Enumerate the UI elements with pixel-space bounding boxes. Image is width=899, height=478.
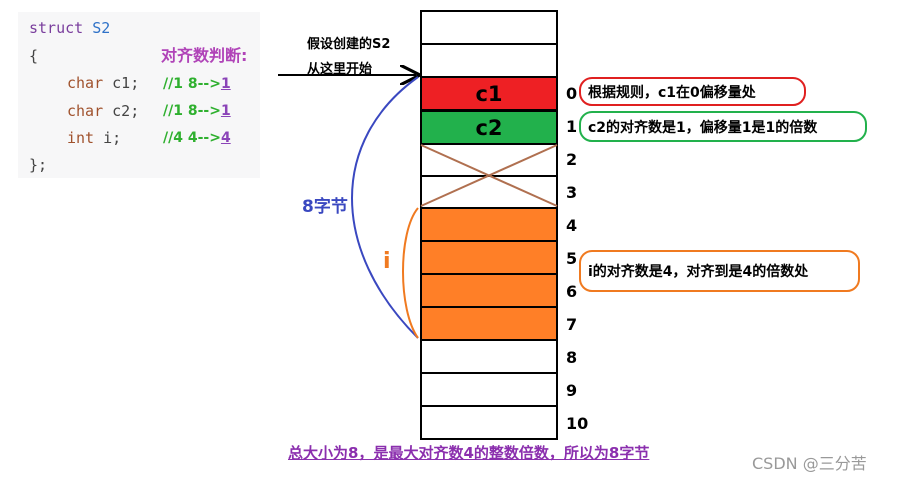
comment-i-text: //4 4--> — [163, 130, 221, 146]
member-i: int i; — [67, 129, 121, 147]
i-bracket — [402, 207, 419, 339]
member-c1: char c1; — [67, 74, 139, 92]
memory-cell — [420, 143, 558, 178]
alignment-judge-label: 对齐数判断: — [161, 46, 248, 65]
i-label: i — [383, 249, 391, 274]
struct-keyword: struct — [29, 19, 84, 37]
memory-cell — [420, 339, 558, 374]
comment-c2-text: //1 8--> — [163, 103, 221, 119]
offset-label: 4 — [566, 216, 578, 235]
offset-label: 1 — [566, 117, 578, 136]
member-c2-type: char — [67, 102, 104, 120]
c2-note: c2的对齐数是1，偏移量1是1的倍数 — [588, 119, 818, 136]
comment-c2: //1 8-->1 — [163, 103, 231, 119]
eight-bytes-label: 8字节 — [302, 197, 348, 217]
comment-i-result: 4 — [220, 130, 231, 146]
offset-label: 2 — [566, 150, 578, 169]
offset-label: 0 — [566, 84, 578, 103]
offset-label: 6 — [566, 282, 578, 301]
member-c1-type: char — [67, 74, 104, 92]
memory-cell — [420, 240, 558, 275]
struct-name: S2 — [92, 19, 111, 37]
pointer-text-line1: 假设创建的S2 — [307, 37, 391, 52]
watermark: CSDN @三分苦 — [752, 454, 867, 473]
comment-c1-result: 1 — [220, 76, 231, 92]
c1-note: 根据规则，c1在0偏移量处 — [588, 84, 756, 101]
comment-c2-result: 1 — [220, 103, 231, 119]
i-note: i的对齐数是4，对齐到是4的倍数处 — [588, 264, 809, 280]
memory-cell — [420, 372, 558, 407]
member-c2-name: c2; — [112, 102, 140, 120]
offset-label: 10 — [566, 414, 589, 433]
memory-cell — [420, 273, 558, 308]
member-i-name: i; — [103, 129, 122, 147]
offset-label: 8 — [566, 348, 578, 367]
code-panel — [18, 12, 260, 178]
offset-label: 7 — [566, 315, 578, 334]
memory-cell — [420, 207, 558, 242]
comment-c1-text: //1 8--> — [163, 76, 221, 92]
offset-label: 3 — [566, 183, 578, 202]
pointer-text-line2: 从这里开始 — [307, 62, 373, 77]
memory-cell — [420, 43, 558, 78]
memory-cell-label: c2 — [475, 116, 503, 140]
member-c2: char c2; — [67, 102, 139, 120]
close-brace: }; — [29, 156, 48, 174]
code-line-struct: struct S2 — [29, 19, 110, 37]
eight-byte-bracket — [351, 76, 419, 339]
member-c1-name: c1; — [112, 74, 140, 92]
summary-text: 总大小为8，是最大对齐数4的整数倍数，所以为8字节 — [288, 444, 650, 462]
memory-cell: c1 — [420, 76, 558, 111]
offset-label: 5 — [566, 249, 578, 268]
memory-cell — [420, 175, 558, 210]
memory-cell — [420, 405, 558, 440]
comment-c1: //1 8-->1 — [163, 76, 231, 92]
memory-cell: c2 — [420, 110, 558, 145]
memory-cell — [420, 10, 558, 45]
open-brace: { — [29, 47, 39, 65]
memory-cell — [420, 306, 558, 341]
comment-i: //4 4-->4 — [163, 130, 231, 146]
offset-label: 9 — [566, 381, 578, 400]
member-i-type: int — [67, 129, 95, 147]
memory-cell-label: c1 — [475, 82, 503, 106]
